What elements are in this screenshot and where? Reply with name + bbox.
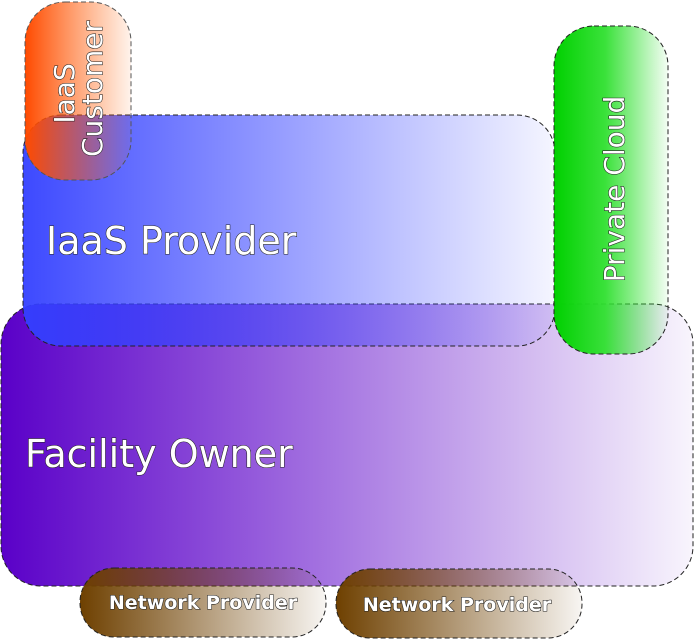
network-provider-1-box xyxy=(79,567,327,638)
iaas-customer-box xyxy=(24,1,132,181)
iaas-provider-region: IaaS Provider xyxy=(22,114,556,347)
network-provider-1-region: Network Provider xyxy=(79,567,327,638)
iaas-customer-line2: Customer xyxy=(76,21,109,157)
iaas-provider-label: IaaS Provider xyxy=(46,219,297,263)
network-provider-2-region: Network Provider xyxy=(335,568,583,639)
iaas-customer-line1: IaaS xyxy=(48,63,81,123)
private-cloud-region: Private Cloud xyxy=(553,25,669,355)
network-provider-1-label: Network Provider xyxy=(109,592,298,614)
network-provider-2-box xyxy=(335,568,583,639)
facility-owner-region: Facility Owner xyxy=(0,303,694,587)
iaas-customer-region: IaaS Customer xyxy=(24,1,132,181)
facility-owner-label: Facility Owner xyxy=(25,432,293,476)
iaas-customer-label: IaaS Customer xyxy=(48,21,109,157)
private-cloud-box xyxy=(553,25,669,355)
private-cloud-label: Private Cloud xyxy=(598,96,631,283)
network-provider-2-label: Network Provider xyxy=(363,594,552,616)
